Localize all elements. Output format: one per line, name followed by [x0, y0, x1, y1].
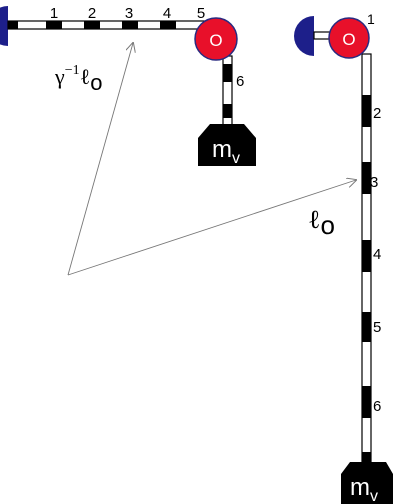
- left-tick-5: 5: [197, 5, 205, 22]
- right-mass: [341, 462, 393, 504]
- rod-mark: [362, 240, 371, 272]
- left-setup: 1 2 3 4 5 6 O mv γ−1ℓo: [0, 5, 256, 167]
- rod-mark: [223, 64, 232, 82]
- left-tick-3: 3: [125, 5, 133, 22]
- left-mass-label: mv: [212, 136, 240, 167]
- right-tick-3: 3: [370, 174, 378, 191]
- left-vertical-tick-6: 6: [236, 73, 244, 90]
- right-pulley-label: O: [342, 30, 355, 49]
- left-mass: [198, 124, 256, 166]
- rod-mark: [362, 386, 371, 418]
- left-horizontal-rod: [7, 20, 209, 30]
- right-tick-1: 1: [367, 11, 375, 27]
- left-horizontal-rod-marks: [8, 21, 176, 29]
- right-tick-4: 4: [373, 246, 381, 263]
- length-arrows: [67, 43, 356, 276]
- right-tick-5: 5: [373, 319, 381, 336]
- left-tick-2: 2: [88, 5, 96, 22]
- rod-mark: [223, 104, 232, 118]
- rod-mark: [122, 21, 138, 29]
- arrow-to-left-rod: [67, 43, 133, 276]
- right-wall-mount: [294, 16, 314, 56]
- rod-mark: [84, 21, 100, 29]
- rod-mark: [8, 21, 18, 29]
- right-pulley: [328, 17, 370, 59]
- left-tick-1: 1: [50, 5, 58, 22]
- left-tick-4: 4: [163, 5, 171, 22]
- rod-mark: [362, 452, 371, 466]
- rod-mark: [362, 95, 371, 127]
- left-pulley-label: O: [209, 31, 222, 50]
- right-setup: 1 2 3 4 5 6 O ℓo mv: [294, 11, 393, 504]
- rod-mark: [160, 21, 176, 29]
- right-tick-2: 2: [373, 105, 381, 122]
- left-pulley: [194, 17, 238, 61]
- left-wall-mount: [0, 6, 8, 46]
- right-length-label: ℓo: [308, 205, 335, 240]
- arrow-to-right-rod: [67, 180, 356, 276]
- rod-mark: [362, 162, 371, 194]
- right-tick-6: 6: [373, 398, 381, 415]
- left-length-label: γ−1ℓo: [54, 63, 102, 95]
- rod-mark: [362, 312, 371, 342]
- rod-mark: [46, 21, 62, 29]
- right-mass-label: mv: [350, 474, 378, 504]
